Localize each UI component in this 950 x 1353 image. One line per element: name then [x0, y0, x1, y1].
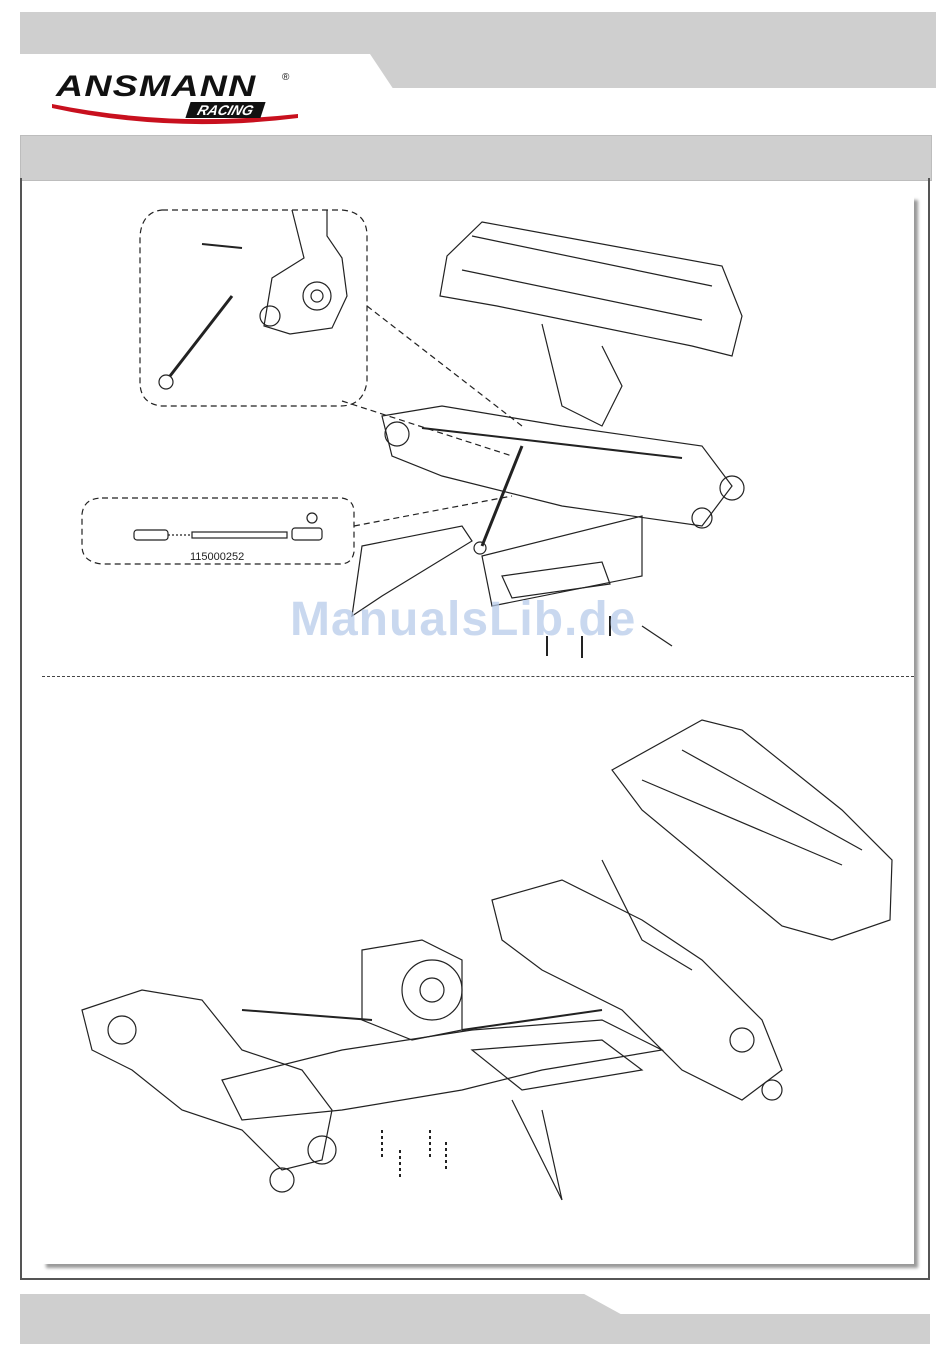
watermark: ManualsLib.de — [290, 592, 636, 647]
rear-suspension-sketch — [462, 880, 782, 1100]
logo-sub-text: RACING — [185, 102, 265, 118]
logo-registered-mark: ® — [282, 72, 289, 83]
header-band-tail — [370, 54, 936, 88]
leader-line — [367, 306, 522, 426]
ansmann-racing-logo: ANSMANN ® RACING — [50, 68, 300, 132]
header-band — [20, 12, 936, 54]
zoom-callout-box — [140, 210, 367, 406]
rear-wing-sketch — [440, 222, 742, 426]
chassis-plate-sketch — [222, 1020, 662, 1120]
rear-wing-sketch — [602, 720, 892, 970]
screws-sketch — [382, 1130, 446, 1180]
center-diff-sketch — [362, 940, 462, 1040]
section-title-band — [20, 135, 932, 181]
turnbuckle-sketch — [134, 513, 322, 540]
chassis-assembly-diagram — [42, 690, 914, 1260]
footer-band — [20, 1294, 930, 1344]
step-divider — [42, 676, 914, 677]
pointer-line — [512, 1100, 562, 1200]
part-number-label: 115000252 — [190, 551, 244, 563]
leader-line — [354, 496, 512, 526]
gearbox-sketch — [159, 210, 347, 389]
logo-brand-text: ANSMANN — [56, 70, 256, 104]
